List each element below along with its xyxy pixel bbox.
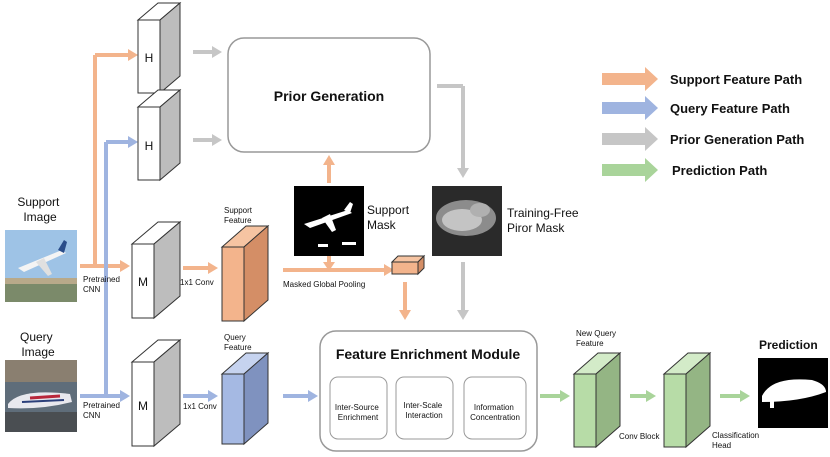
svg-text:Prediction Path: Prediction Path (672, 163, 767, 178)
conv-block-label: Conv Block (619, 432, 660, 441)
query-feature-block (220, 351, 270, 446)
svg-text:M: M (138, 275, 148, 289)
classification-head-label: Classification Head (712, 431, 761, 450)
prior-mask-image (432, 186, 502, 256)
training-free-label: Training-Free Piror Mask (507, 206, 582, 235)
support-path (80, 53, 407, 310)
fem-sub-information (463, 376, 527, 440)
fem-sub-information-label: Information Concentration (470, 403, 520, 422)
query-feature-label: Query Feature (224, 333, 252, 352)
fem-sub-inter-source-label: Inter-Source Enrichment (335, 403, 381, 422)
support-image-label: Support Image (17, 195, 62, 224)
new-query-feature-label: New Query Feature (576, 329, 618, 348)
query-image-label: Query Image (20, 330, 56, 359)
query-arrowheads (120, 136, 318, 402)
prediction-label: Prediction (759, 338, 818, 352)
support-feature-label: Support Feature (224, 206, 254, 225)
legend-item-support: Support Feature Path (602, 67, 802, 91)
query-image (5, 360, 77, 432)
support-image (5, 230, 77, 302)
svg-text:M: M (138, 399, 148, 413)
prediction-arrowheads (560, 390, 750, 402)
prior-arrowheads (212, 46, 469, 320)
prior-path (193, 50, 465, 310)
svg-text:H: H (145, 139, 154, 153)
svg-text:H: H (145, 51, 154, 65)
svg-text:Prior Generation Path: Prior Generation Path (670, 132, 804, 147)
conv-bottom-label: 1x1 Conv (183, 402, 217, 411)
fem-title: Feature Enrichment Module (336, 346, 521, 362)
backbone-m-block-bottom: M (130, 338, 182, 448)
support-feature-block (220, 224, 270, 323)
legend-item-prediction: Prediction Path (602, 158, 767, 182)
prior-generation-label: Prior Generation (274, 88, 384, 104)
fem-sub-inter-scale-label: Inter-Scale Interaction (404, 401, 445, 420)
query-path (80, 140, 308, 398)
legend-item-prior: Prior Generation Path (602, 127, 804, 151)
backbone-h-block-bottom: H (136, 88, 182, 182)
prior-generation-box (227, 37, 431, 153)
fem-sub-inter-source (329, 376, 388, 440)
conv-block-output (662, 351, 712, 449)
legend: Support Feature Path Query Feature Path … (602, 67, 804, 182)
new-query-feature-block (572, 351, 622, 449)
backbone-m-block-top: M (130, 220, 182, 320)
pretrained-cnn-top-label: Pretrained CNN (83, 275, 122, 294)
masked-pooling-vector (390, 254, 426, 276)
legend-item-query: Query Feature Path (602, 96, 790, 120)
svg-text:Query Feature Path: Query Feature Path (670, 101, 790, 116)
pretrained-cnn-bottom-label: Pretrained CNN (83, 401, 122, 420)
prediction-mask-image (758, 358, 828, 428)
conv-top-label: 1x1 Conv (180, 278, 214, 287)
support-mask-label: Support Mask (367, 203, 412, 232)
support-arrowheads (120, 49, 411, 320)
support-mask-image (294, 186, 364, 256)
svg-text:Support Feature Path: Support Feature Path (670, 72, 802, 87)
masked-global-pooling-label: Masked Global Pooling (283, 280, 365, 289)
fem-sub-inter-scale (395, 376, 454, 440)
backbone-h-block-top: H (136, 1, 182, 95)
